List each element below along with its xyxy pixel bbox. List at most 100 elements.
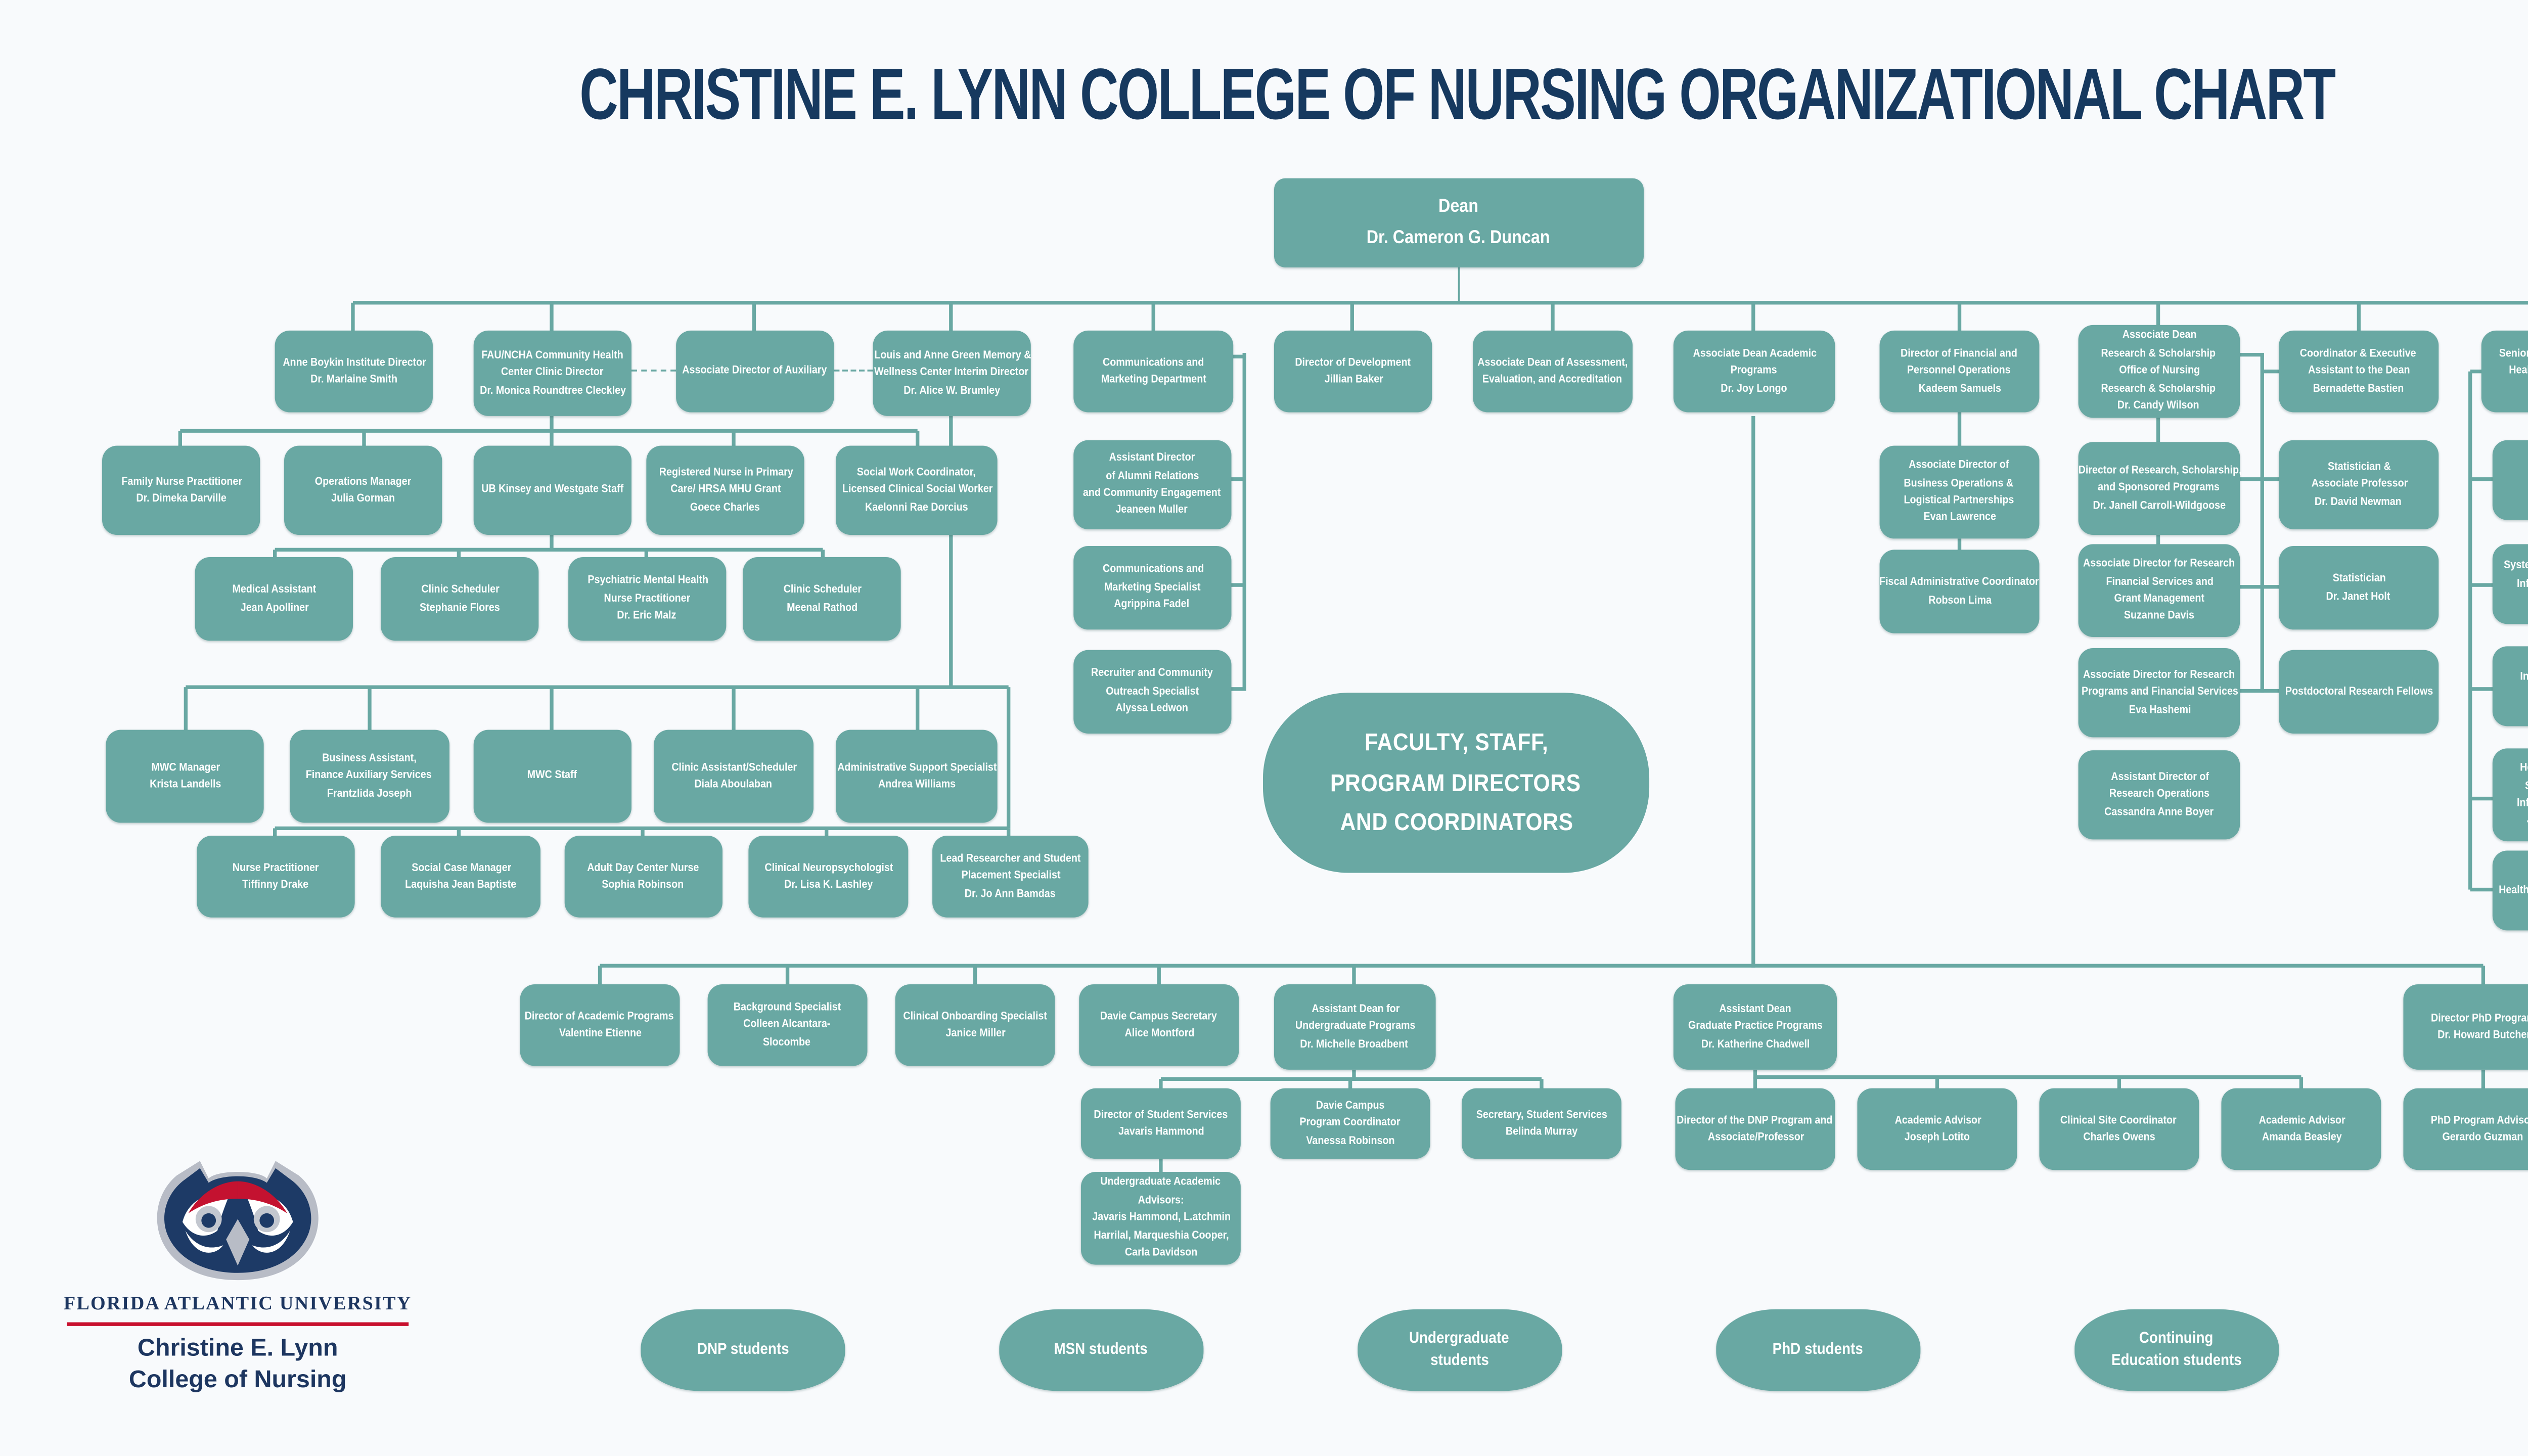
memory-wellness-interim-director: Louis and Anne Green Memory &Wellness Ce… bbox=[873, 330, 1031, 416]
connector-line bbox=[550, 687, 553, 732]
org-box-text-line: Vanessa Robinson bbox=[1306, 1134, 1395, 1148]
org-box-text-line: Social Case Manager bbox=[411, 860, 511, 874]
org-box-text-line: Academic Advisor bbox=[2258, 1113, 2344, 1127]
associate-dean-assessment: Associate Dean of Assessment,Evaluation,… bbox=[1473, 330, 1633, 413]
connector-line bbox=[641, 828, 644, 840]
connector-line-dashed bbox=[834, 370, 873, 372]
org-box-text-line: Robson Lima bbox=[1928, 593, 1991, 607]
connector-line bbox=[825, 828, 828, 840]
connector-line bbox=[916, 431, 919, 448]
org-box-text-line: Research & Scholarship bbox=[2102, 347, 2217, 360]
org-box-text-line: Assistant Director of bbox=[2110, 770, 2208, 784]
college-name-line2: College of Nursing bbox=[128, 1365, 347, 1393]
org-box-text-line: Harrilal, Marqueshia Cooper, bbox=[1093, 1228, 1229, 1242]
org-box-text-line: Graduate Practice Programs bbox=[1688, 1020, 1823, 1033]
org-box-text-line: Clinical Onboarding Specialist bbox=[903, 1009, 1047, 1023]
connector-line bbox=[2470, 797, 2495, 800]
org-box-text-line: Communications and bbox=[1102, 563, 1203, 577]
connector-line bbox=[645, 550, 648, 561]
org-box-text-line: Associate Director of bbox=[1909, 459, 2010, 472]
org-box-text-line: Dr. Alice W. Brumley bbox=[904, 384, 1001, 397]
fau-logo: FLORIDA ATLANTIC UNIVERSITY Christine E.… bbox=[56, 1155, 420, 1395]
org-box-text-line: Psychiatric Mental Health bbox=[586, 574, 708, 588]
org-box-text-line: Charles Owens bbox=[2083, 1131, 2155, 1144]
org-box-text-line: Secretary, Student Services bbox=[1476, 1108, 1607, 1121]
org-box-text-line: HealthIT & Operations bbox=[2509, 365, 2528, 378]
org-box-text-line: Assistant Director bbox=[1109, 451, 1196, 465]
connector-line bbox=[2470, 477, 2495, 481]
org-box-text-line: Research & Scholarship bbox=[2102, 382, 2217, 395]
connector-line bbox=[1352, 966, 1356, 986]
connector-line bbox=[949, 302, 953, 333]
connector-line-dashed bbox=[631, 370, 676, 372]
connector-line bbox=[786, 966, 789, 986]
college-name-line1: Christine E. Lynn bbox=[137, 1333, 338, 1361]
org-box-text-line: Clinic Scheduler bbox=[421, 583, 499, 597]
connector-line bbox=[2117, 1077, 2121, 1090]
org-box-text-line: Medical Assistant bbox=[232, 583, 316, 597]
org-box-text-line: Education students bbox=[2111, 1350, 2242, 1369]
org-box-text-line: Davie Campus Secretary bbox=[1100, 1009, 1217, 1023]
org-box-text-line: Dr. Katherine Chadwell bbox=[1701, 1037, 1810, 1051]
org-box-text-line: Director of Financial and bbox=[1901, 347, 2018, 360]
instructional-designer: Instructional DesignerDr. Veronica Diaz bbox=[2492, 646, 2528, 726]
org-box-text-line: Lead Researcher and Student bbox=[940, 852, 1081, 866]
org-box-text-line: Registered Nurse in Primary bbox=[658, 466, 792, 479]
org-box-text-line: Center Clinic Director bbox=[501, 366, 604, 380]
org-box-text-line: Amanda Beasley bbox=[2261, 1131, 2341, 1144]
org-box-text-line: Dr. Howard Butcher bbox=[2436, 1029, 2528, 1042]
org-box-text-line: MWC Staff bbox=[527, 769, 578, 783]
org-box-text-line: Krista Landells bbox=[149, 778, 221, 791]
connector-line bbox=[1159, 1159, 1162, 1172]
org-box-text-line: students bbox=[1430, 1350, 1489, 1369]
org-box-text-line: Social Work Coordinator, bbox=[857, 466, 976, 479]
org-box-text-line: Associate Dean of Assessment, bbox=[1477, 355, 1628, 369]
associate-director-business-operations: Associate Director of Business Operations… bbox=[1879, 445, 2040, 539]
org-box-text-line: Grant Management bbox=[2114, 592, 2204, 606]
connector-line bbox=[273, 550, 277, 561]
connector-line bbox=[732, 431, 735, 448]
org-box-text-line: Nurse Practitioner bbox=[604, 592, 691, 605]
org-box-text-line: Marketing Specialist bbox=[1104, 580, 1201, 594]
org-box-text-line: Continuing bbox=[2140, 1329, 2214, 1347]
connector-line bbox=[2240, 585, 2279, 588]
connector-line bbox=[352, 301, 2528, 304]
org-box-text-line: Postdoctoral Research Fellows bbox=[2285, 685, 2433, 698]
org-box-text-line: Undergraduate bbox=[1410, 1329, 1510, 1347]
org-box-text-line: Systems Technician bbox=[2525, 778, 2528, 795]
connector-line bbox=[2156, 534, 2160, 547]
connector-line bbox=[550, 302, 553, 333]
org-box-text-line: Director of Development bbox=[1295, 355, 1411, 369]
org-box-text-line: Assistant to the Dean bbox=[2308, 365, 2410, 378]
org-box-text-line: Program Coordinator bbox=[1300, 1116, 1401, 1130]
org-box-text-line: AND COORDINATORS bbox=[1339, 808, 1573, 836]
connector-line bbox=[598, 966, 602, 986]
org-box-text-line: Personnel Operations bbox=[1908, 365, 2011, 378]
org-box-text-line: Family Nurse Practitioner bbox=[120, 474, 242, 488]
org-box-text-line: Evan Lawrence bbox=[1923, 511, 1996, 525]
org-box-text-line: Undergraduate Programs bbox=[1294, 1020, 1415, 1033]
org-box-text-line: Logistical Partnerships bbox=[1904, 494, 2015, 507]
org-box-text-line: Clinic Assistant/Scheduler bbox=[671, 760, 796, 774]
org-box-text-line: Business Operations & bbox=[1905, 476, 2014, 490]
associate-director-of-auxiliary: Associate Director of Auxiliary bbox=[676, 330, 834, 413]
org-box-text-line: Care/ HRSA MHU Grant bbox=[670, 483, 781, 496]
